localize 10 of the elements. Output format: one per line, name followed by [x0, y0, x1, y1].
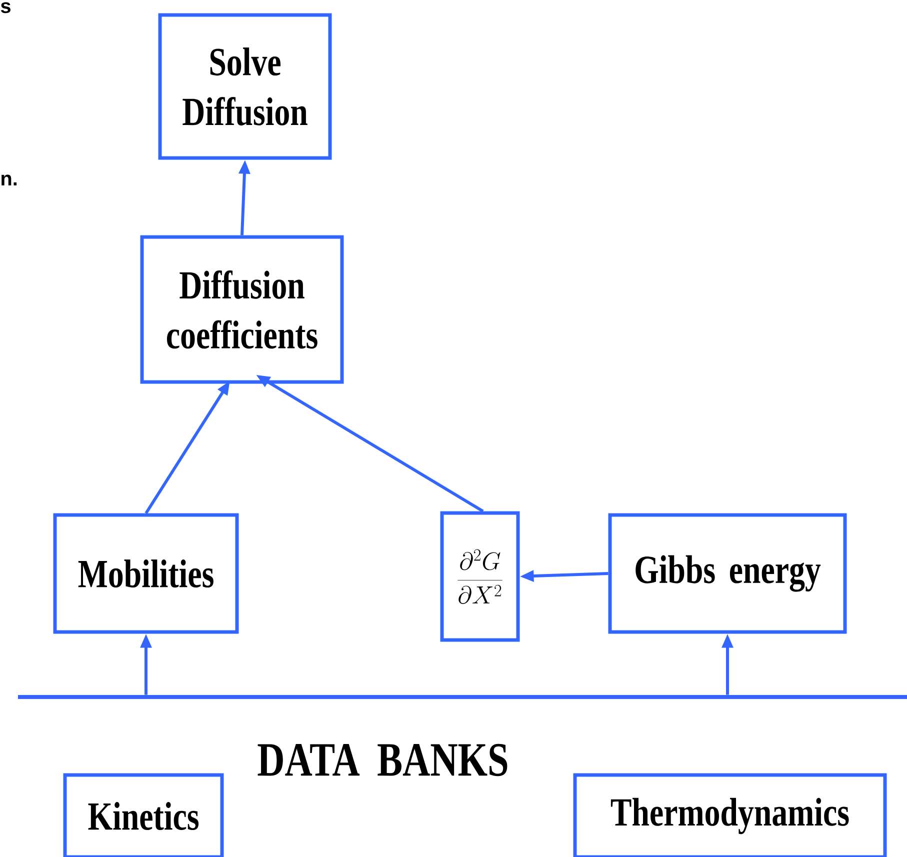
- process-box: Solve Diffusion: [158, 13, 332, 160]
- formula-box: $\frac{\partial^{2}G}{\partial X^{2}}$: [440, 511, 520, 642]
- process-box: Mobilities: [53, 513, 239, 634]
- heading-text: DATA BANKS: [258, 744, 508, 776]
- text-fragment: s: [0, 2, 10, 14]
- text-fragment: n.: [2, 174, 17, 186]
- process-box: Thermodynamics: [573, 773, 887, 857]
- process-box: Diffusion coefficients: [140, 235, 344, 384]
- process-box: Kinetics: [63, 773, 224, 857]
- process-box: Gibbs energy: [608, 513, 847, 634]
